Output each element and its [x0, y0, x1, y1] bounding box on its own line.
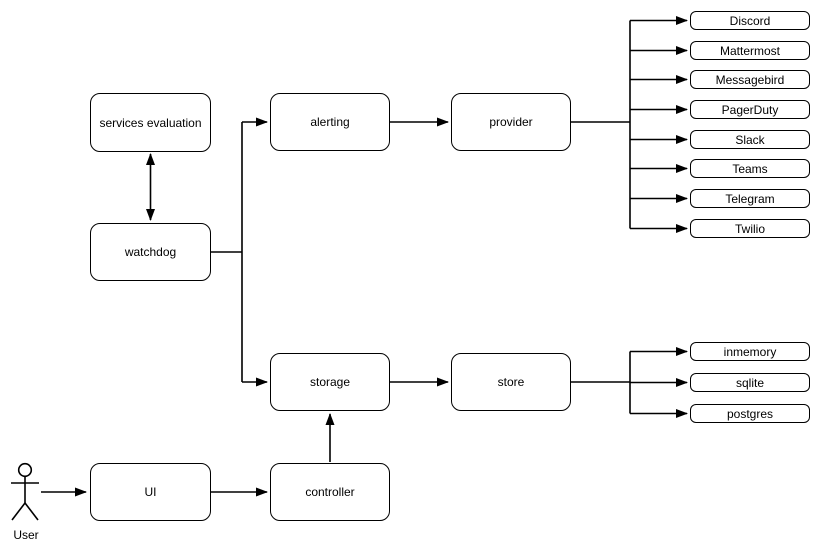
node-telegram: Telegram [690, 189, 810, 208]
node-mattermost: Mattermost [690, 41, 810, 60]
user-actor-label: User [13, 528, 39, 542]
node-discord: Discord [690, 11, 810, 30]
edge-store-trunk [571, 351, 631, 414]
edge-watchdog-trunk [211, 122, 243, 382]
node-sqlite: sqlite [690, 373, 810, 392]
node-services-evaluation: services evaluation [90, 93, 211, 152]
node-twilio: Twilio [690, 219, 810, 238]
edge-provider-trunk [571, 20, 631, 229]
node-watchdog: watchdog [90, 223, 211, 281]
node-postgres: postgres [690, 404, 810, 423]
node-provider: provider [451, 93, 571, 151]
node-slack: Slack [690, 130, 810, 149]
node-controller: controller [270, 463, 390, 521]
node-inmemory: inmemory [690, 342, 810, 361]
node-pagerduty: PagerDuty [690, 100, 810, 119]
node-storage: storage [270, 353, 390, 411]
node-messagebird: Messagebird [690, 70, 810, 89]
user-actor-icon [11, 462, 39, 521]
node-store: store [451, 353, 571, 411]
node-teams: Teams [690, 159, 810, 178]
node-ui: UI [90, 463, 211, 521]
node-alerting: alerting [270, 93, 390, 151]
